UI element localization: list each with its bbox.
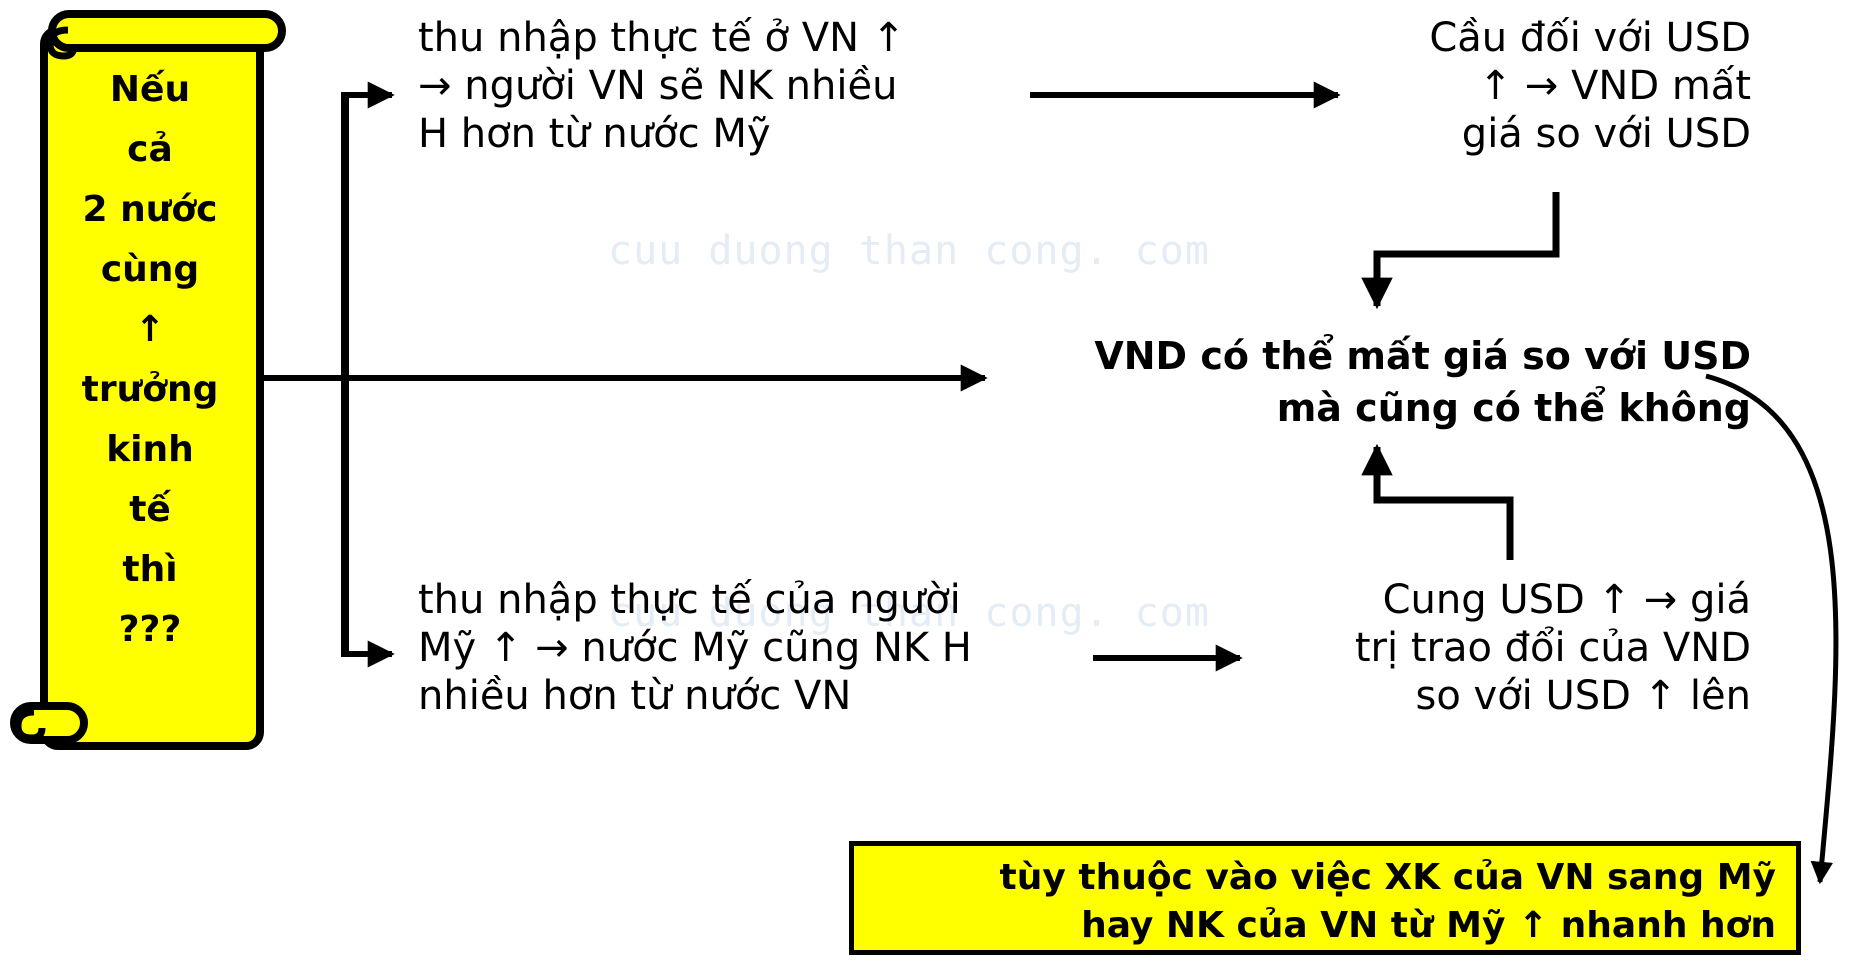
result-line: hay NK của VN từ Mỹ ↑ nhanh hơn [1081, 905, 1776, 946]
scroll-question-text: Nếu cả 2 nước cùng ↑ trưởng kinh tế thì … [50, 60, 250, 660]
top-left-line: H hơn từ nước Mỹ [418, 111, 771, 157]
scroll-line: tế [129, 489, 171, 530]
top-left-line: → người VN sẽ NK nhiều [418, 63, 898, 109]
result-line: tùy thuộc vào việc XK của VN sang Mỹ [999, 857, 1776, 898]
bottom-right-line: trị trao đổi của VND [1354, 625, 1751, 671]
top-right-line: ↑ → VND mất [1478, 63, 1751, 109]
center-line: VND có thể mất giá so với USD [1094, 334, 1751, 378]
bottom-right-line: Cung USD ↑ → giá [1382, 577, 1751, 623]
scroll-line: 2 nước [82, 189, 218, 230]
scroll-line: ??? [118, 609, 182, 650]
top-right-to-center-arrow [1361, 192, 1560, 310]
scroll-line: kinh [106, 429, 194, 470]
scroll-line: cùng [100, 249, 200, 290]
top-left-line: thu nhập thực tế ở VN ↑ [418, 15, 906, 61]
bottom-right-node: Cung USD ↑ → giá trị trao đổi của VND so… [1355, 576, 1751, 720]
scroll-line: thì [122, 549, 178, 590]
center-to-result-curve [1705, 373, 1839, 885]
result-box: tùy thuộc vào việc XK của VN sang Mỹ hay… [849, 841, 1801, 955]
bottom-left-line: nhiều hơn từ nước VN [418, 673, 852, 719]
center-line: mà cũng có thể không [1276, 386, 1751, 430]
top-right-line: giá so với USD [1461, 111, 1751, 157]
top-right-line: Cầu đối với USD [1429, 15, 1751, 61]
scroll-line: Nếu [109, 69, 191, 110]
watermark-top: cuu duong than cong. com [608, 228, 1210, 274]
scroll-banner [10, 10, 286, 750]
center-node: VND có thể mất giá so với USD mà cũng có… [1094, 330, 1751, 434]
bottom-left-line: Mỹ ↑ → nước Mỹ cũng NK H [418, 625, 972, 671]
scroll-line: ↑ [134, 309, 166, 350]
bottom-left-line: thu nhập thực tế của người [418, 577, 961, 623]
watermark-bottom: cuu duong than cong. com [608, 590, 1210, 636]
top-right-node: Cầu đối với USD ↑ → VND mất giá so với U… [1429, 14, 1751, 158]
bottom-right-to-center-arrow [1361, 443, 1514, 560]
bottom-left-node: thu nhập thực tế của người Mỹ ↑ → nước M… [418, 576, 972, 720]
scroll-line: trưởng [81, 369, 219, 410]
top-left-node: thu nhập thực tế ở VN ↑ → người VN sẽ NK… [418, 14, 905, 158]
scroll-line: cả [127, 129, 173, 170]
bottom-right-line: so với USD ↑ lên [1415, 673, 1752, 719]
